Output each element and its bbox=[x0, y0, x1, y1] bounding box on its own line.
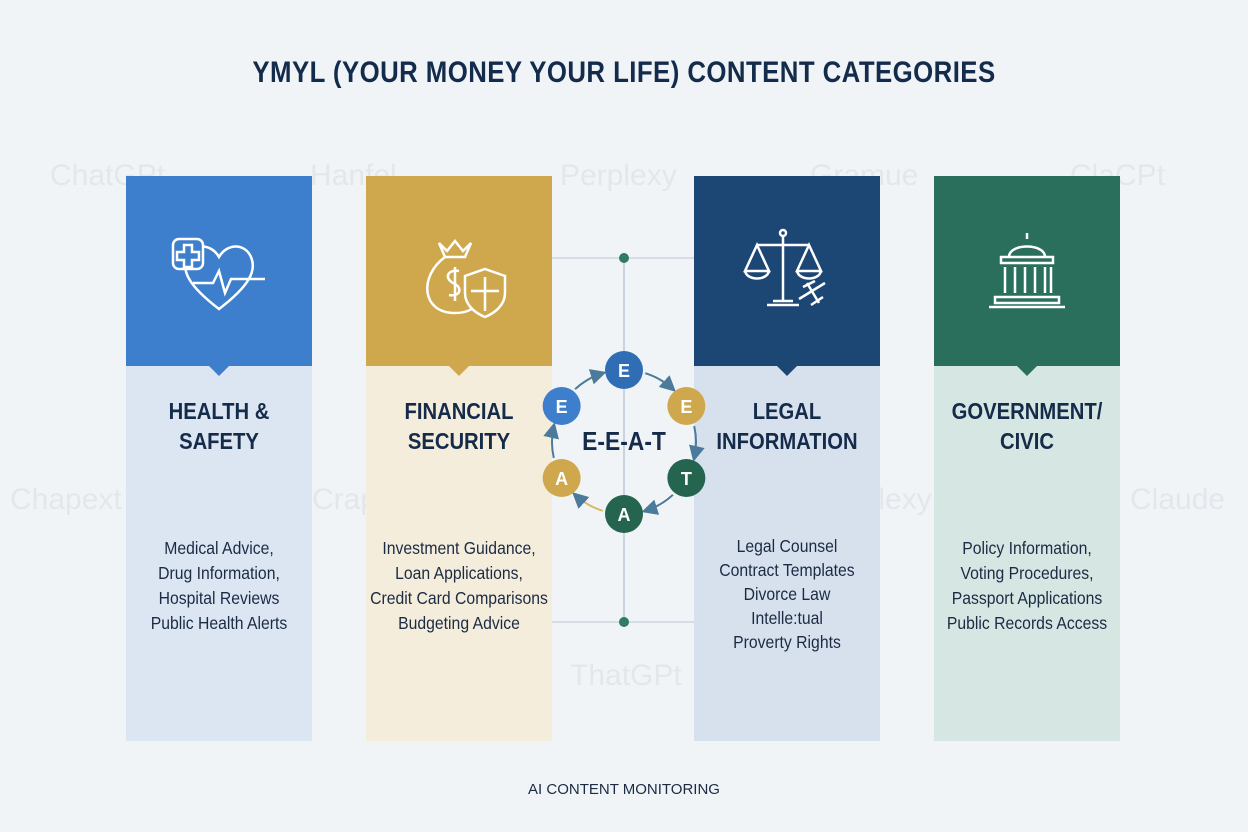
list-item: Policy Information, bbox=[962, 538, 1092, 558]
eeat-node bbox=[605, 495, 643, 533]
list-item: Credit Card Comparisons bbox=[370, 588, 548, 608]
watermark-text: Chapext bbox=[10, 483, 122, 516]
cycle-arrow bbox=[572, 492, 604, 512]
eeat-node bbox=[667, 387, 706, 425]
cycle-arrow bbox=[641, 494, 674, 515]
list-item: Loan Applications, bbox=[395, 563, 523, 583]
connector-dot bbox=[619, 253, 629, 263]
list-item: Medical Advice, bbox=[164, 538, 274, 558]
watermark-text: Claude bbox=[1130, 483, 1226, 516]
category-item-list: Investment Guidance, Loan Applications, … bbox=[357, 536, 560, 636]
cycle-arrow bbox=[543, 422, 559, 459]
category-panel bbox=[126, 366, 312, 741]
government-building-icon bbox=[989, 233, 1065, 309]
eeat-node-letter: E bbox=[618, 361, 630, 381]
list-item: Passport Applications bbox=[951, 588, 1103, 608]
list-item: Legal Counsel bbox=[736, 536, 838, 556]
list-item: Public Records Access bbox=[946, 613, 1108, 633]
cycle-arrow bbox=[644, 372, 676, 392]
list-item: Proverty Rights bbox=[733, 632, 841, 652]
cycle-arrow bbox=[574, 369, 607, 390]
eeat-label: E-E-A-T bbox=[582, 428, 666, 457]
eeat-node bbox=[667, 459, 706, 497]
category-panel bbox=[694, 366, 880, 741]
eeat-node bbox=[542, 387, 581, 425]
category-panel bbox=[366, 366, 552, 741]
category-header-box bbox=[366, 176, 552, 376]
eeat-node bbox=[542, 459, 581, 497]
list-item: Drug Information, bbox=[158, 563, 280, 583]
list-item: Voting Procedures, bbox=[960, 563, 1094, 583]
watermark-text: Perplexy bbox=[560, 159, 677, 192]
watermark-text: ThatGPt bbox=[570, 659, 682, 692]
list-item: Public Health Alerts bbox=[150, 613, 288, 633]
eeat-node-letter: A bbox=[618, 505, 631, 525]
category-health-safety: HEALTH &SAFETY Medical Advice, Drug Info… bbox=[126, 176, 312, 741]
list-item: Divorce Law bbox=[743, 584, 831, 604]
cycle-arrow bbox=[689, 425, 705, 462]
eeat-node-letter: E bbox=[556, 397, 568, 417]
money-bag-shield-icon bbox=[426, 238, 507, 319]
eeat-node-letter: T bbox=[681, 469, 692, 489]
category-header-box bbox=[126, 176, 312, 376]
list-item: Investment Guidance, bbox=[382, 538, 536, 558]
page-title: YMYL (YOUR MONEY YOUR LIFE) CONTENT CATE… bbox=[252, 56, 996, 89]
list-item: Contract Templates bbox=[719, 560, 855, 580]
category-heading: GOVERNMENT/CIVIC bbox=[951, 398, 1103, 454]
category-header-box bbox=[934, 176, 1120, 376]
category-panel bbox=[934, 366, 1120, 741]
list-item: Budgeting Advice bbox=[398, 613, 520, 633]
eeat-node-letter: E bbox=[680, 397, 692, 417]
connector-dot bbox=[619, 617, 629, 627]
category-government-civic: GOVERNMENT/CIVIC Policy Information, Vot… bbox=[934, 176, 1120, 741]
heart-medical-cross-icon bbox=[171, 237, 265, 311]
footer-caption: AI CONTENT MONITORING bbox=[528, 781, 720, 798]
eeat-node bbox=[605, 351, 643, 389]
category-item-list: Policy Information, Voting Procedures, P… bbox=[925, 536, 1128, 636]
category-header-box bbox=[694, 176, 880, 376]
category-item-list: Legal Counsel Contract Templates Divorce… bbox=[685, 534, 888, 654]
list-item: Hospital Reviews bbox=[158, 588, 280, 608]
eeat-node-letter: A bbox=[555, 469, 568, 489]
list-item: Intelle:tual bbox=[751, 608, 823, 628]
category-heading: HEALTH &SAFETY bbox=[168, 398, 270, 454]
scales-gavel-icon bbox=[743, 228, 826, 307]
category-item-list: Medical Advice, Drug Information, Hospit… bbox=[117, 536, 320, 636]
